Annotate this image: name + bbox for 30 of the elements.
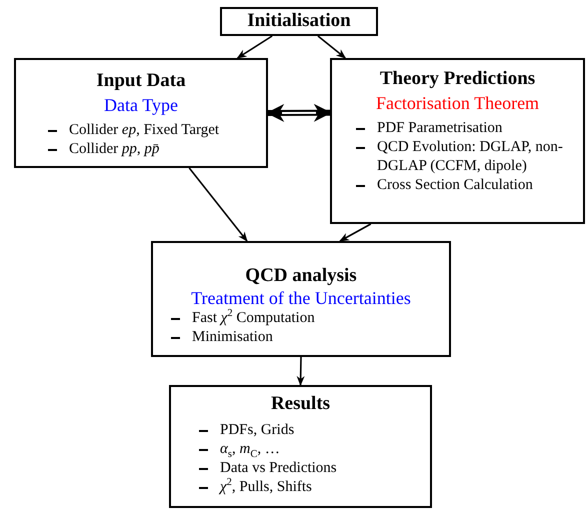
arrow	[339, 223, 372, 242]
process-box	[330, 58, 585, 224]
box-heading: Initialisation	[246, 10, 352, 32]
process-box	[14, 58, 268, 168]
box-heading: QCD analysis	[244, 265, 358, 287]
box-subtitle: Factorisation Theorem	[374, 92, 540, 114]
list-item: PDF Parametrisation	[377, 119, 502, 138]
process-box	[151, 241, 451, 357]
list-item: Collider ep, Fixed Target	[69, 121, 220, 140]
box-heading: Theory Predictions	[378, 68, 536, 90]
list-item: PDFs, Grids	[220, 421, 294, 440]
list-item: Data vs Predictions	[220, 459, 337, 478]
arrow	[317, 35, 346, 59]
process-box	[169, 385, 432, 508]
process-box	[220, 7, 378, 36]
list-item: QCD Evolution: DGLAP, non-DGLAP (CCFM, dipole)	[377, 138, 564, 176]
box-heading: Results	[270, 393, 332, 415]
arrow	[236, 35, 273, 59]
arrow	[296, 356, 305, 386]
list-item: χ$^{2}$, Pulls, Shifts	[220, 478, 312, 497]
list-item: Minimisation	[192, 328, 273, 347]
double-arrow	[266, 104, 332, 122]
list-item: Cross Section Calculation	[377, 176, 533, 195]
list-item: α$_{s}$, m$_{C}$, …	[220, 440, 280, 459]
box-subtitle: Treatment of the Uncertainties	[190, 287, 412, 309]
list-item: Collider pp, pp̄	[69, 140, 160, 159]
list-item: Fast χ$^{2}$ Computation	[192, 309, 315, 328]
box-heading: Input Data	[95, 70, 187, 92]
box-subtitle: Data Type	[103, 94, 179, 116]
arrow	[188, 168, 248, 242]
